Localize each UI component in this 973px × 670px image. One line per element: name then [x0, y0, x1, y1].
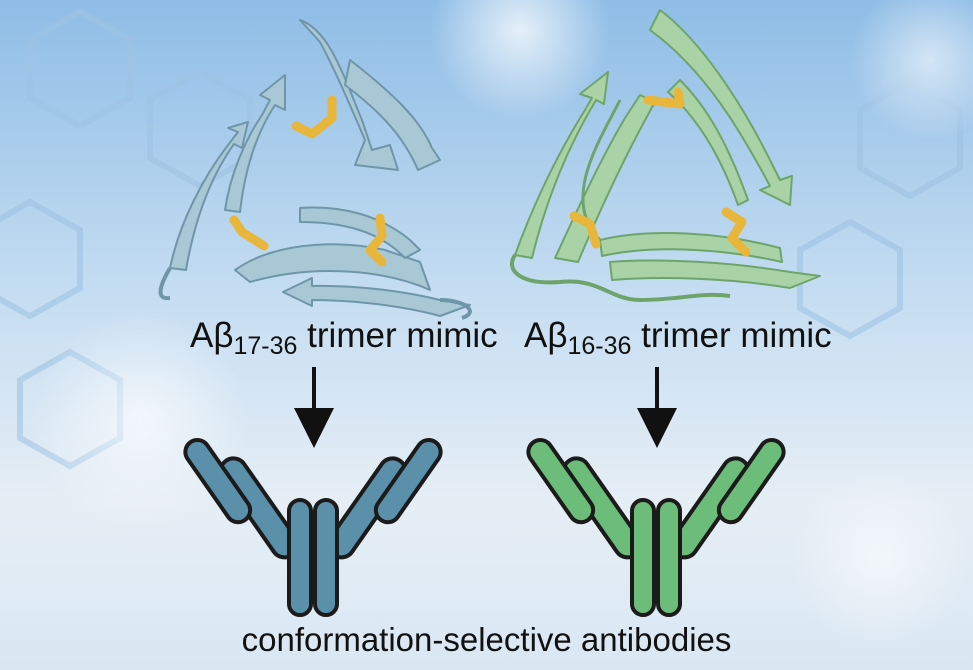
heavy-chain-stem-left [630, 498, 656, 617]
beta-strand [649, 9, 793, 206]
mimic-suffix: trimer mimic [631, 316, 832, 355]
mimic-label-left: Aβ17-36 trimer mimic [190, 318, 498, 359]
light-chain-left [526, 438, 596, 525]
mimic-subscript: 17-36 [233, 332, 298, 360]
mimic-suffix: trimer mimic [297, 316, 498, 355]
background-glow [790, 470, 970, 650]
disulfide-bonds [229, 87, 751, 267]
disulfide-bond [291, 95, 337, 139]
loop [158, 266, 172, 301]
light-chain-right [716, 438, 786, 525]
disulfide-bond [569, 211, 601, 249]
caption: conformation-selective antibodies [241, 621, 732, 658]
beta-strand [667, 79, 749, 206]
background-glow [850, 0, 973, 140]
beta-strand [282, 277, 471, 317]
heavy-chain-stem-right [313, 498, 339, 617]
beta-strand [169, 121, 249, 271]
disulfide-bond [229, 215, 269, 251]
disulfide-bond [721, 207, 751, 257]
beta-strand [514, 71, 609, 259]
beta-strand [224, 74, 286, 213]
background-glow [30, 310, 250, 530]
mimic-label-right: Aβ16-36 trimer mimic [524, 318, 832, 359]
background-glow [430, 0, 610, 120]
beta-strand [609, 259, 821, 289]
disulfide-bond [365, 213, 387, 267]
beta-strand [344, 59, 441, 171]
light-chain-left [183, 438, 253, 525]
mimic-subscript: 16-36 [567, 332, 632, 360]
heavy-chain-stem-right [656, 498, 682, 617]
mimic-prefix: Aβ [190, 316, 234, 355]
light-chain-right [373, 438, 443, 525]
loop [510, 253, 731, 302]
trimer-ribbon-abeta-16-36 [510, 9, 821, 302]
loop [439, 298, 472, 320]
beta-strand [299, 206, 421, 259]
antibody-left [183, 438, 443, 617]
antibody-right [526, 438, 786, 617]
disulfide-bond [643, 87, 685, 109]
mimic-prefix: Aβ [524, 316, 568, 355]
heavy-chain-stem-left [287, 498, 313, 617]
beta-strand [299, 19, 399, 171]
